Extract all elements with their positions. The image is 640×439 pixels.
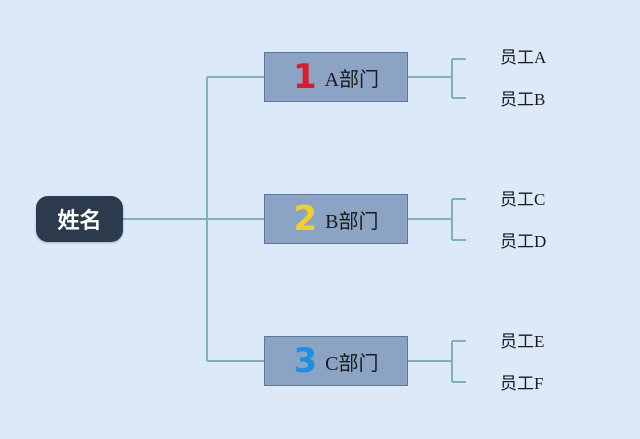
dept-node-a[interactable]: 1 A部门	[264, 52, 408, 102]
root-node[interactable]: 姓名	[36, 196, 123, 242]
connector-dept-2-bracket	[451, 198, 466, 241]
dept-label: C部门	[325, 352, 379, 375]
dept-node-c[interactable]: 3 C部门	[264, 336, 408, 386]
number-two-icon: 2	[293, 199, 318, 239]
employee-node-a[interactable]: 员工A	[500, 48, 547, 67]
employee-node-f[interactable]: 员工F	[500, 374, 544, 393]
connector-dept-1-bracket	[451, 58, 466, 99]
root-label: 姓名	[57, 209, 102, 234]
dept-label: A部门	[324, 68, 380, 91]
number-three-icon: 3	[293, 341, 318, 381]
dept-node-b[interactable]: 2 B部门	[264, 194, 408, 244]
employee-node-e[interactable]: 员工E	[500, 332, 545, 351]
dept-label: B部门	[325, 210, 379, 233]
employee-node-b[interactable]: 员工B	[500, 90, 546, 109]
connector-dept-3-bracket	[451, 340, 466, 383]
employee-node-c[interactable]: 员工C	[500, 190, 546, 209]
employee-node-d[interactable]: 员工D	[500, 232, 547, 251]
number-one-icon: 1	[292, 57, 317, 97]
